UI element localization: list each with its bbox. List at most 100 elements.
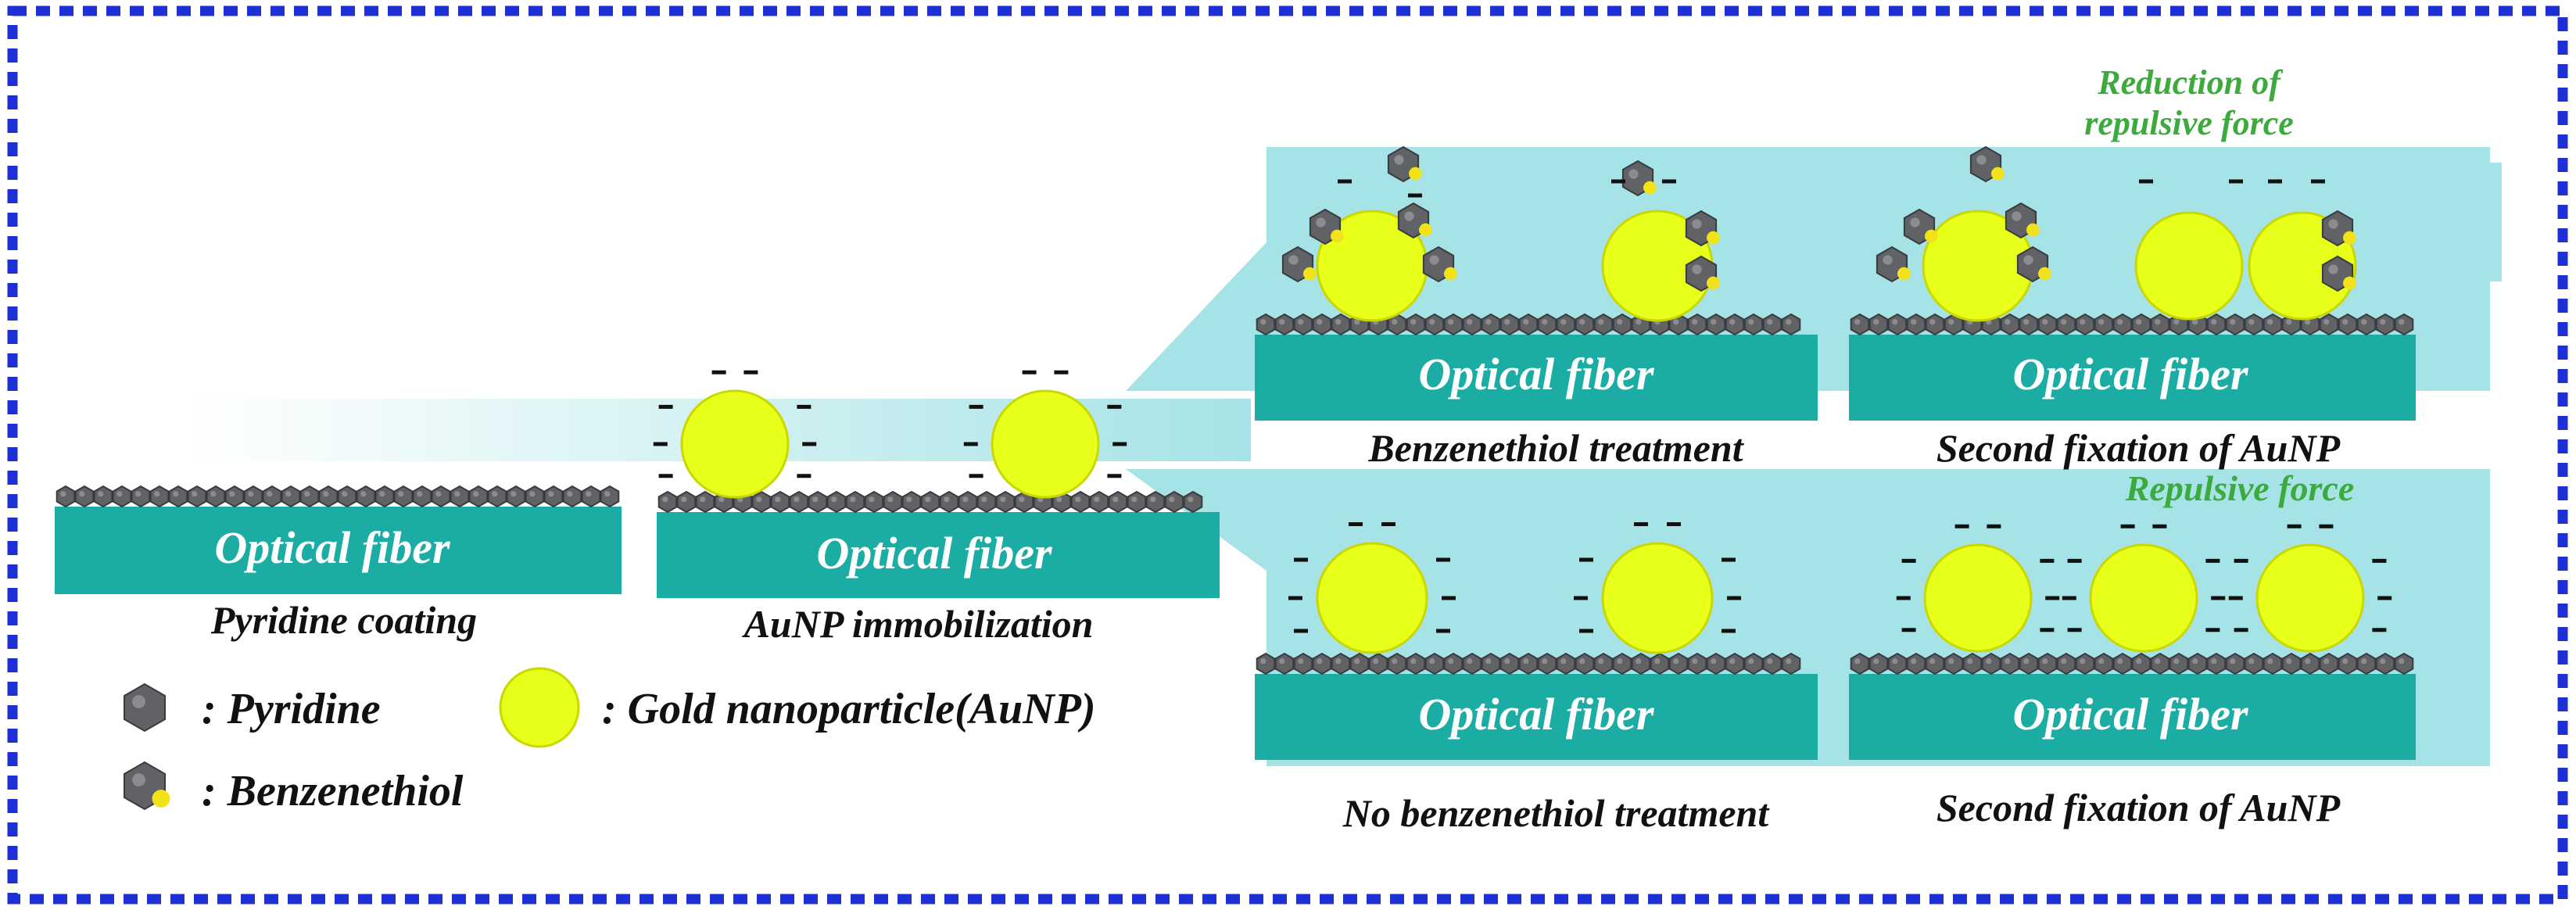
pyridine-ring [2300, 652, 2320, 675]
pyridine-highlight [529, 491, 536, 497]
repulsive-force-label: Repulsive force [2125, 468, 2355, 508]
legend: : Pyridine : Gold nanoparticle(AuNP) : B… [124, 667, 1096, 815]
pyridine-molecule [845, 490, 865, 514]
pyridine-molecule [1312, 652, 1332, 675]
sulfur-atom [1991, 167, 2005, 181]
pyridine-molecule [2112, 652, 2133, 675]
pyridine-highlight [1335, 319, 1342, 325]
pyridine-molecule [1706, 313, 1726, 336]
pyridine-highlight [662, 496, 668, 503]
pyridine-molecule [468, 485, 489, 508]
pyridine-ring [1312, 313, 1332, 336]
benzenethiol-molecule [1309, 208, 1344, 245]
pyridine-highlight [2248, 319, 2255, 325]
pyridine-ring [2394, 652, 2414, 675]
pyridine-molecule [1925, 313, 1945, 336]
negative-charges [1574, 522, 1741, 633]
pyridine-molecule [1706, 652, 1726, 675]
pyridine-molecule [131, 485, 151, 508]
pyridine-ring [1706, 313, 1726, 336]
optical-fiber-block [55, 507, 622, 594]
pyridine-molecule [2225, 652, 2245, 675]
pyridine-ring [2244, 313, 2264, 336]
fiber-label-2: Optical fiber [816, 528, 1052, 579]
pyridine-molecule [1743, 313, 1764, 336]
pyridine-highlight [2380, 658, 2386, 665]
pyridine-ring [1462, 652, 1482, 675]
optical-fiber-block [1849, 335, 2416, 421]
pyridine-highlight [1410, 658, 1417, 665]
pyridine-ring [751, 490, 772, 514]
pyridine-molecule [224, 485, 245, 508]
pyridine-ring [1575, 313, 1595, 336]
pyridine-ring [2150, 313, 2170, 336]
pyridine-highlight [2323, 658, 2330, 665]
pyridine-molecule [393, 485, 414, 508]
pyridine-highlight [1617, 319, 1623, 325]
pyridine-highlight [2192, 658, 2198, 665]
pyridine-molecule [2037, 652, 2058, 675]
pyridine-highlight [1636, 658, 1642, 665]
pyridine-molecule [74, 485, 95, 508]
pyridine-ring [920, 490, 940, 514]
fiber-label-3: Optical fiber [1418, 349, 1654, 399]
pyridine-highlight [1131, 496, 1138, 503]
pyridine-highlight [1260, 658, 1267, 665]
pyridine-molecule [1575, 652, 1595, 675]
pyridine-molecule [770, 490, 790, 514]
pyridine-highlight [2136, 658, 2142, 665]
sulfur-atom [2026, 223, 2040, 237]
pyridine-ring [2094, 313, 2114, 336]
pyridine-highlight [1948, 319, 1954, 325]
molecule-layer [56, 145, 2414, 675]
pyridine-molecule [2394, 313, 2414, 336]
pyridine-molecule [1612, 652, 1632, 675]
pyridine-ring [281, 485, 301, 508]
pyridine-molecule [1593, 652, 1614, 675]
pyridine-ring [2037, 313, 2058, 336]
pyridine-ring [525, 485, 545, 508]
pyridine-ring [299, 485, 320, 508]
pyridine-ring [187, 485, 207, 508]
pyridine-molecule [1887, 313, 1908, 336]
pyridine-ring [600, 485, 620, 508]
pyridine-ring [2394, 313, 2414, 336]
pyridine-highlight [1288, 255, 1299, 265]
pyridine-ring [1406, 652, 1426, 675]
pyridine-molecule [789, 490, 809, 514]
pyridine-ring [1762, 652, 1782, 675]
reduction-label-line1: Reduction of [2097, 63, 2284, 102]
pyridine-molecule [337, 485, 357, 508]
pyridine-ring [1481, 313, 1501, 336]
pyridine-ring [581, 485, 601, 508]
pyridine-ring [1612, 313, 1632, 336]
pyridine-highlight [398, 491, 404, 497]
pyridine-molecule [1089, 490, 1109, 514]
optical-fiber-block [1255, 674, 1818, 760]
pyridine-highlight [1628, 169, 1639, 179]
pyridine-ring [1981, 652, 2001, 675]
pyridine-ring [958, 490, 978, 514]
pyridine-highlight [1786, 658, 1792, 665]
pyridine-molecule [600, 485, 620, 508]
pyridine-molecule [1293, 652, 1313, 675]
pyridine-ring [2206, 652, 2227, 675]
gold-nanoparticle [2255, 543, 2365, 653]
pyridine-molecule [1481, 652, 1501, 675]
benzenethiol-molecule [2005, 202, 2040, 239]
pyridine-ring [1331, 313, 1351, 336]
pyridine-highlight [132, 695, 145, 708]
pyridine-highlight [2328, 264, 2338, 274]
pyridine-ring [2319, 652, 2339, 675]
pyridine-highlight [2136, 319, 2142, 325]
pyridine-molecule [1145, 490, 1166, 514]
pyridine-ring [1145, 490, 1166, 514]
pyridine-molecule [2019, 652, 2039, 675]
pyridine-ring [2281, 652, 2302, 675]
pyridine-ring [206, 485, 226, 508]
gold-nanoparticle [2089, 543, 2198, 653]
pyridine-molecule [1850, 652, 1870, 675]
pyridine-molecule [1462, 652, 1482, 675]
pyridine-highlight [173, 491, 179, 497]
pyridine-highlight [1429, 658, 1435, 665]
